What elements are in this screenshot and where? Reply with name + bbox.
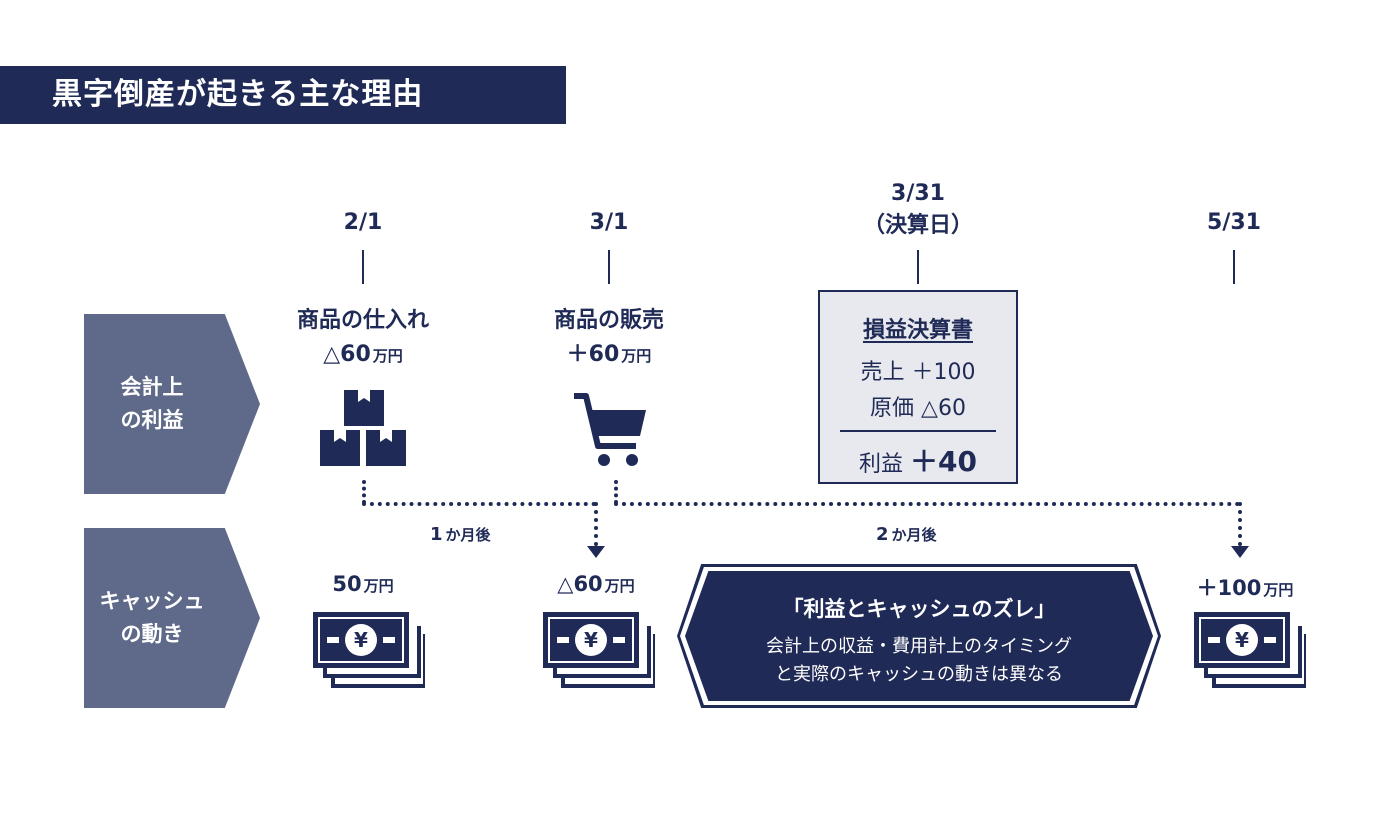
page-title: 黒字倒産が起きる主な理由 bbox=[0, 66, 566, 124]
date-5-31: 5/31 bbox=[1154, 210, 1314, 235]
svg-text:¥: ¥ bbox=[354, 628, 368, 652]
date-sublabel: （決算日） bbox=[862, 212, 973, 238]
amount-value: △60 bbox=[557, 572, 603, 596]
connector-line bbox=[362, 480, 366, 504]
amount-value: ＋60 bbox=[566, 342, 620, 368]
svg-text:¥: ¥ bbox=[584, 628, 598, 652]
gap-box-line: 会計上の収益・費用計上のタイミング bbox=[766, 636, 1072, 657]
amount-unit: 万円 bbox=[604, 577, 635, 595]
date-tick bbox=[362, 250, 364, 284]
interval-number: 1 bbox=[430, 524, 443, 545]
row-label-line: 会計上 bbox=[120, 375, 184, 400]
amount-value: ＋100 bbox=[1196, 576, 1262, 600]
amount-value: △60 bbox=[323, 342, 371, 368]
pl-title: 損益決算書 bbox=[862, 318, 973, 343]
date-label: 2/1 bbox=[343, 210, 383, 235]
gap-box-title: 「利益とキャッシュのズレ」 bbox=[782, 597, 1056, 621]
interval-number: 2 bbox=[876, 524, 889, 545]
amount-unit: 万円 bbox=[363, 577, 394, 595]
row-label-line: の動き bbox=[120, 622, 184, 646]
amount-unit: 万円 bbox=[372, 347, 403, 366]
date-label: 5/31 bbox=[1207, 210, 1261, 235]
pl-profit-value: ＋40 bbox=[910, 445, 977, 478]
gap-box-line: と実際のキャッシュの動きは異なる bbox=[775, 663, 1063, 685]
boxes-icon bbox=[320, 388, 408, 468]
connector-line bbox=[594, 502, 598, 546]
amount-value: 50 bbox=[332, 572, 362, 596]
interval-text: か月後 bbox=[445, 526, 491, 544]
date-label: 3/1 bbox=[589, 210, 629, 235]
amount-unit: 万円 bbox=[1263, 581, 1294, 599]
interval-text: か月後 bbox=[891, 526, 937, 544]
row-label-line: の利益 bbox=[120, 408, 184, 432]
svg-text:¥: ¥ bbox=[1235, 628, 1249, 652]
date-tick bbox=[1233, 250, 1235, 284]
arrow-down-icon bbox=[587, 546, 605, 558]
pl-sales: 売上 ＋100 bbox=[860, 360, 976, 385]
connector-line bbox=[362, 502, 596, 506]
amount-unit: 万円 bbox=[621, 347, 652, 366]
gap-box-body: 会計上の収益・費用計上のタイミング と実際のキャッシュの動きは異なる bbox=[685, 633, 1153, 689]
yen-banknotes-icon: ¥ bbox=[1194, 612, 1306, 692]
date-3-1: 3/1 bbox=[529, 210, 689, 235]
shopping-cart-icon bbox=[570, 390, 650, 470]
pl-divider bbox=[840, 430, 996, 432]
row-label-accounting: 会計上 の利益 bbox=[84, 314, 260, 494]
pl-cost: 原価 △60 bbox=[870, 396, 966, 421]
event-title: 商品の仕入れ bbox=[296, 308, 429, 333]
event-title: 商品の販売 bbox=[553, 308, 664, 333]
pl-profit-label: 利益 bbox=[859, 452, 904, 477]
row-label-cash: キャッシュ の動き bbox=[84, 528, 260, 708]
connector-line bbox=[614, 502, 1240, 506]
yen-banknotes-icon: ¥ bbox=[313, 612, 425, 692]
connector-line bbox=[614, 480, 618, 504]
date-label: 3/31 bbox=[891, 181, 945, 206]
gap-box: 「利益とキャッシュのズレ」 会計上の収益・費用計上のタイミング と実際のキャッシ… bbox=[685, 571, 1153, 701]
pl-statement-box: 損益決算書 売上 ＋100 原価 △60 利益 ＋40 bbox=[818, 290, 1018, 484]
connector-line bbox=[1238, 502, 1242, 546]
date-tick bbox=[917, 250, 919, 284]
date-2-1: 2/1 bbox=[283, 210, 443, 235]
row-label-line: キャッシュ bbox=[99, 589, 205, 614]
arrow-down-icon bbox=[1231, 546, 1249, 558]
date-tick bbox=[608, 250, 610, 284]
date-3-31: 3/31 （決算日） bbox=[838, 178, 998, 242]
pl-profit: 利益 ＋40 bbox=[820, 440, 1016, 480]
yen-banknotes-icon: ¥ bbox=[543, 612, 655, 692]
